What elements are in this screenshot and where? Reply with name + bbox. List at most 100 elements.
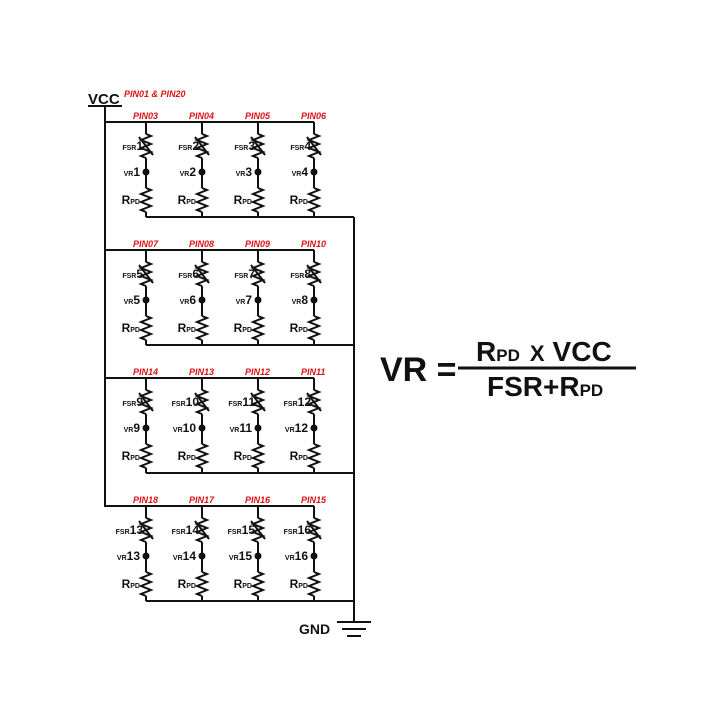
rpd-resistor [194, 315, 210, 341]
sensor-row-4: PIN18FSR13VR13RPDPIN17FSR14VR14RPDPIN16F… [105, 495, 354, 602]
fsr-variable-arrow [306, 136, 322, 156]
vr-label: VR9 [124, 421, 141, 435]
fsr-label: FSR10 [172, 395, 200, 409]
rpd-resistor [138, 187, 154, 213]
fsr-number: 9 [136, 395, 143, 409]
rpd-resistor [306, 443, 322, 469]
fsr-number: 16 [298, 523, 312, 537]
vr-number: 10 [183, 421, 197, 435]
vr-number: 15 [239, 549, 253, 563]
rpd-resistor [194, 571, 210, 597]
fsr-variable-arrow [194, 520, 210, 540]
fsr-prefix: FSR [228, 529, 242, 536]
rpd-subscript: PD [298, 583, 308, 590]
vr-prefix: VR [292, 299, 302, 306]
rpd-main: R [122, 577, 131, 591]
pin-label: PIN13 [189, 367, 214, 377]
rpd-label: RPD [122, 321, 140, 335]
rpd-label: RPD [234, 193, 252, 207]
denominator-pd: PD [580, 381, 604, 400]
pin-label: PIN04 [189, 111, 214, 121]
fsr-number: 2 [192, 139, 199, 153]
vr-prefix: VR [124, 171, 134, 178]
vr-prefix: VR [229, 555, 239, 562]
sensor-array: PIN03FSR1VR1RPDPIN04FSR2VR2RPDPIN05FSR3V… [105, 111, 354, 602]
rpd-label: RPD [234, 321, 252, 335]
vr-number: 5 [133, 293, 140, 307]
vr-prefix: VR [180, 299, 190, 306]
vr-prefix: VR [285, 427, 295, 434]
pin-label: PIN11 [301, 367, 325, 377]
rpd-subscript: PD [130, 199, 140, 206]
vr-prefix: VR [292, 171, 302, 178]
gnd-label: GND [299, 621, 330, 637]
fsr-number: 13 [130, 523, 144, 537]
rpd-label: RPD [234, 449, 252, 463]
fsr-label: FSR15 [228, 523, 256, 537]
numerator-r: R [476, 336, 496, 367]
rpd-label: RPD [122, 449, 140, 463]
rpd-label: RPD [290, 321, 308, 335]
formula-denominator: FSR+RPD [487, 371, 603, 402]
rpd-resistor [194, 187, 210, 213]
fsr-variable-arrow [250, 136, 266, 156]
fsr-prefix: FSR [122, 401, 136, 408]
vr-number: 3 [245, 165, 252, 179]
rpd-resistor [306, 315, 322, 341]
vr-label: VR1 [124, 165, 141, 179]
vcc-label: VCC [88, 91, 120, 108]
vr-label: VR6 [180, 293, 197, 307]
rpd-main: R [178, 577, 187, 591]
pin-label: PIN06 [301, 111, 327, 121]
rpd-main: R [234, 193, 243, 207]
numerator-vcc: VCC [553, 336, 612, 367]
vr-label: VR12 [285, 421, 308, 435]
fsr-prefix: FSR [284, 401, 298, 408]
fsr-number: 1 [136, 139, 143, 153]
fsr-number: 7 [248, 267, 255, 281]
vr-label: VR10 [173, 421, 196, 435]
fsr-label: FSR12 [284, 395, 312, 409]
vr-label: VR4 [292, 165, 309, 179]
fsr-prefix: FSR [122, 145, 136, 152]
rpd-main: R [234, 577, 243, 591]
fsr-prefix: FSR [116, 529, 130, 536]
fsr-variable-arrow [138, 136, 154, 156]
pin-label: PIN10 [301, 239, 326, 249]
vr-prefix: VR [124, 299, 134, 306]
rpd-main: R [122, 321, 131, 335]
pin-label: PIN05 [245, 111, 271, 121]
fsr-label: FSR8 [290, 267, 311, 281]
fsr-number: 12 [298, 395, 312, 409]
fsr-number: 10 [186, 395, 200, 409]
pin-label: PIN08 [189, 239, 214, 249]
fsr-variable-arrow [250, 392, 266, 412]
fsr-variable-arrow [306, 520, 322, 540]
rpd-label: RPD [122, 193, 140, 207]
fsr-variable-arrow [250, 520, 266, 540]
rpd-main: R [290, 449, 299, 463]
fsr-label: FSR6 [178, 267, 199, 281]
numerator-pd: PD [496, 346, 520, 365]
fsr-prefix: FSR [228, 401, 242, 408]
rpd-subscript: PD [186, 199, 196, 206]
fsr-number: 14 [186, 523, 200, 537]
rpd-main: R [234, 449, 243, 463]
rpd-main: R [290, 321, 299, 335]
rpd-subscript: PD [298, 327, 308, 334]
vr-number: 2 [189, 165, 196, 179]
rpd-label: RPD [122, 577, 140, 591]
vr-number: 9 [133, 421, 140, 435]
fsr-number: 15 [242, 523, 256, 537]
rpd-resistor [250, 443, 266, 469]
fsr-prefix: FSR [172, 401, 186, 408]
rpd-subscript: PD [242, 199, 252, 206]
